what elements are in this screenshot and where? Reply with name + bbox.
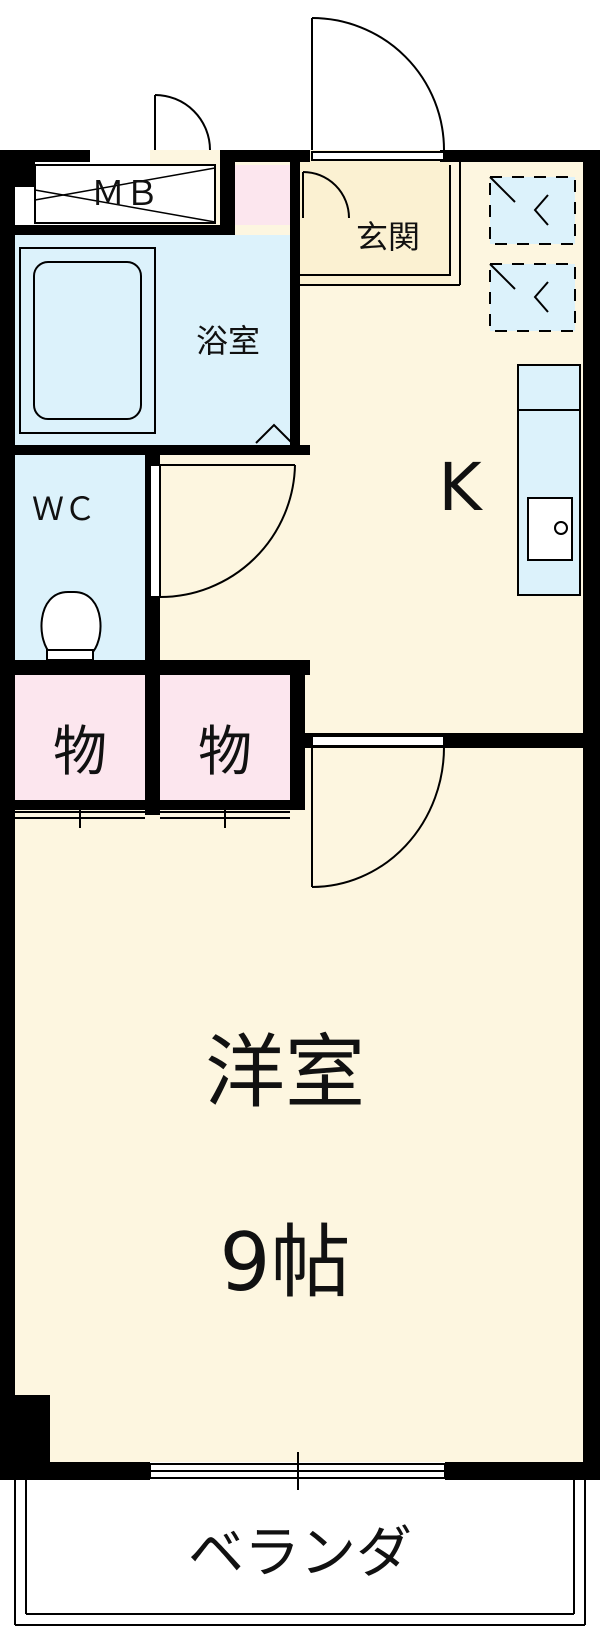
entrance-door[interactable] — [311, 17, 445, 161]
kitchen-label: K — [438, 449, 483, 526]
storage-right-floor — [160, 675, 290, 805]
shoe-cabinet-marks — [489, 176, 549, 313]
mb-closet — [34, 164, 216, 224]
storage-right-label: 物 — [198, 720, 252, 783]
mb-label: ＭＢ — [91, 174, 159, 214]
bathtub — [19, 247, 156, 434]
veranda-railing — [14, 1480, 586, 1626]
shoe-cabinet — [489, 176, 576, 332]
western-room-label: 洋室 — [205, 1026, 365, 1119]
kitchen-counter — [517, 364, 581, 596]
genkan-label: 玄関 — [356, 218, 420, 256]
bath-door[interactable] — [255, 423, 293, 444]
veranda-label: ベランダ — [188, 1521, 412, 1586]
western-room-size: 9帖 — [220, 1216, 351, 1309]
storage-left-label: 物 — [53, 720, 107, 783]
bath-floor — [15, 235, 290, 445]
toilet — [40, 591, 102, 661]
mb-door — [154, 94, 211, 151]
western-room-door[interactable] — [311, 735, 446, 888]
interior-walls — [15, 150, 590, 815]
genkan-floor — [300, 160, 450, 285]
outer-walls — [0, 150, 600, 1480]
genkan-step — [300, 160, 461, 286]
wc-label: ＷＣ — [32, 490, 96, 528]
veranda-floor — [15, 1478, 583, 1623]
western-room-floor — [8, 740, 590, 1462]
genkan-inner-door[interactable] — [302, 171, 350, 219]
small-storage-floor — [235, 165, 290, 225]
storage-left-floor — [15, 675, 145, 805]
balcony-window[interactable] — [149, 1452, 446, 1490]
storage-sliding-doors[interactable] — [15, 802, 290, 828]
wc-door[interactable] — [149, 464, 296, 598]
bath-label: 浴室 — [196, 322, 260, 360]
